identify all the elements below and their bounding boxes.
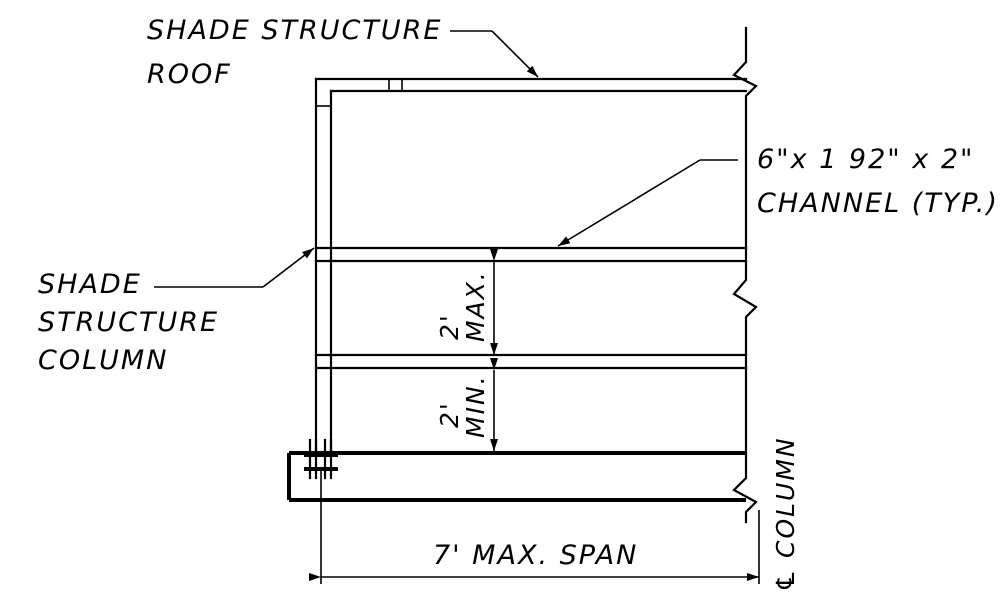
shade-structure-column bbox=[314, 77, 333, 454]
centerline-symbol: ℄ bbox=[771, 567, 800, 592]
channel-label-line1: 6"x 1 92" x 2" bbox=[757, 144, 975, 175]
roof-label-line1: SHADE STRUCTURE bbox=[147, 15, 443, 46]
channel-lower bbox=[314, 353, 748, 370]
column-label-line2: STRUCTURE bbox=[38, 307, 220, 338]
roof-label-line2: ROOF bbox=[147, 59, 232, 90]
channel-label-line2: CHANNEL (TYP.) bbox=[757, 188, 999, 219]
column-label-line1: SHADE bbox=[38, 269, 142, 300]
channel-upper bbox=[314, 246, 748, 263]
roof-beam bbox=[314, 77, 748, 93]
span-label: 7' MAX. SPAN bbox=[433, 540, 639, 571]
channel-leader bbox=[557, 159, 738, 247]
roof-leader bbox=[450, 30, 539, 78]
span-dimension bbox=[309, 470, 760, 584]
column-label-line3: COLUMN bbox=[38, 345, 169, 376]
dim-lower-qualifier: MIN. bbox=[461, 374, 490, 438]
break-line bbox=[732, 26, 758, 524]
dim-upper-qualifier: MAX. bbox=[461, 270, 490, 342]
base-slab bbox=[287, 451, 746, 502]
dim-lower-value: 2' bbox=[435, 401, 464, 428]
anchor-bolts bbox=[304, 438, 338, 480]
column-leader bbox=[154, 247, 315, 288]
dim-upper-value: 2' bbox=[435, 313, 464, 340]
centerline-label: COLUMN bbox=[771, 436, 800, 558]
